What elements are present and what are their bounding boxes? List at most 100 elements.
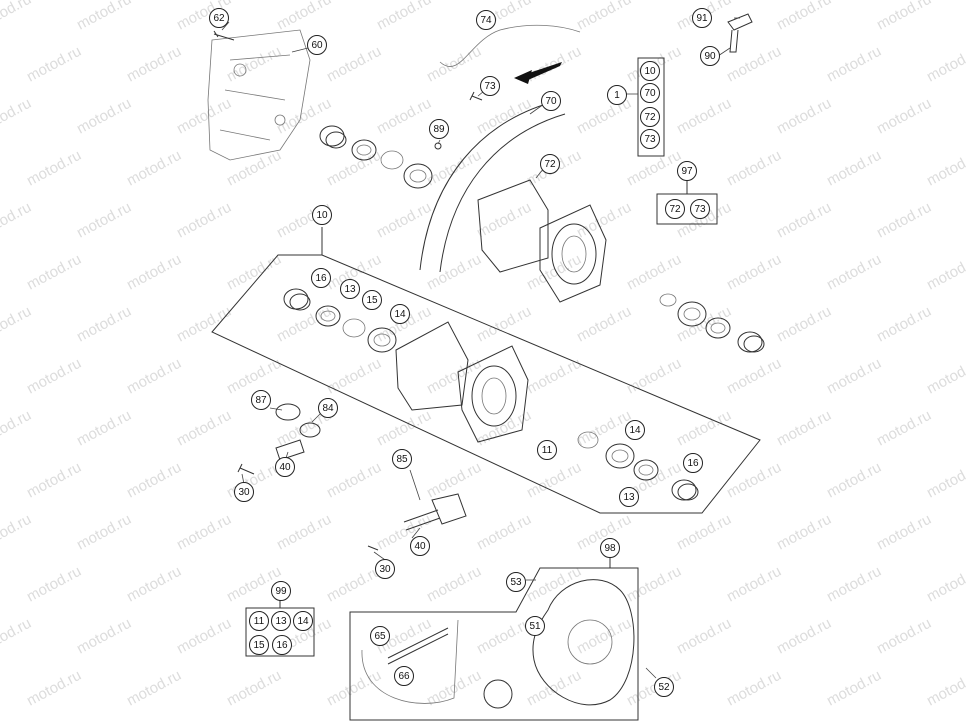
watermark-text: motod.ru (924, 43, 966, 86)
watermark-text: motod.ru (874, 95, 934, 138)
callout-ring (506, 572, 526, 592)
callout-number: 16 (687, 458, 699, 469)
watermark-text: motod.ru (674, 407, 734, 450)
callout-number: 72 (669, 204, 681, 215)
callout-number: 11 (254, 616, 265, 627)
watermark-text: motod.ru (0, 511, 34, 554)
callout-ring (690, 199, 710, 219)
watermark-text: motod.ru (24, 251, 84, 294)
watermark-text: motod.ru (924, 251, 966, 294)
callout-ring (370, 626, 390, 646)
watermark-text: motod.ru (874, 0, 934, 34)
callout-c60: 60 (307, 35, 327, 55)
callout-k97_72: 72 (665, 199, 685, 219)
callout-k97_73: 73 (690, 199, 710, 219)
callout-number: 72 (644, 112, 656, 123)
callout-ring (607, 85, 627, 105)
callout-ring (209, 8, 229, 28)
callout-number: 73 (644, 134, 656, 145)
watermark-text: motod.ru (924, 667, 966, 710)
callout-k70: 70 (640, 83, 660, 103)
watermark-text: motod.ru (874, 615, 934, 658)
callout-ring (392, 449, 412, 469)
watermark-text: motod.ru (424, 563, 484, 606)
watermark-text: motod.ru (0, 0, 34, 34)
callout-number: 13 (344, 284, 356, 295)
callout-ring (234, 482, 254, 502)
watermark-text: motod.ru (374, 95, 434, 138)
callout-c98: 98 (600, 538, 620, 558)
callout-ring (525, 616, 545, 636)
callout-ring (677, 161, 697, 181)
watermark-text: motod.ru (174, 511, 234, 554)
watermark-text: motod.ru (174, 199, 234, 242)
callout-number: 72 (544, 159, 556, 170)
callout-c89: 89 (429, 119, 449, 139)
watermark-text: motod.ru (74, 303, 134, 346)
callout-c85: 85 (392, 449, 412, 469)
callout-ring (540, 154, 560, 174)
watermark-text: motod.ru (774, 303, 834, 346)
watermark-text: motod.ru (924, 563, 966, 606)
watermark-text: motod.ru (724, 355, 784, 398)
callout-number: 14 (394, 309, 406, 320)
watermark-text: motod.ru (174, 303, 234, 346)
watermark-text: motod.ru (924, 459, 966, 502)
watermark-text: motod.ru (774, 0, 834, 34)
callout-k99_14: 14 (293, 611, 313, 631)
watermark-text: motod.ru (74, 615, 134, 658)
watermark-text: motod.ru (24, 43, 84, 86)
watermark-text: motod.ru (0, 407, 34, 450)
callout-ring (541, 91, 561, 111)
callout-ring (476, 10, 496, 30)
callout-number: 1 (614, 90, 620, 101)
watermark-text: motod.ru (724, 563, 784, 606)
watermark-text: motod.ru (174, 615, 234, 658)
watermark-text: motod.ru (774, 95, 834, 138)
callout-ring (251, 390, 271, 410)
callout-k73: 73 (640, 129, 660, 149)
watermark-text: motod.ru (124, 563, 184, 606)
watermark-text: motod.ru (324, 667, 384, 710)
callout-c65: 65 (370, 626, 390, 646)
parts-artwork (207, 13, 765, 721)
watermark-text: motod.ru (24, 667, 84, 710)
watermark-text: motod.ru (574, 95, 634, 138)
callout-ring (600, 538, 620, 558)
watermark-text: motod.ru (374, 199, 434, 242)
watermark-text: motod.ru (724, 667, 784, 710)
callout-ring (312, 205, 332, 225)
watermark-text: motod.ru (324, 355, 384, 398)
callout-number: 51 (529, 621, 541, 632)
watermark-text: motod.ru (474, 199, 534, 242)
callout-ring (665, 199, 685, 219)
callout-number: 74 (480, 15, 492, 26)
watermark-text: motod.ru (574, 303, 634, 346)
leader-lines (221, 17, 740, 679)
callout-number: 85 (396, 454, 408, 465)
callout-k99_13: 13 (271, 611, 291, 631)
callout-number: 66 (398, 671, 410, 682)
callout-number: 10 (316, 210, 328, 221)
callout-number: 84 (322, 403, 334, 414)
callout-number: 13 (623, 492, 635, 503)
watermark-text: motod.ru (74, 0, 134, 34)
callout-number: 30 (238, 487, 250, 498)
callout-c14b: 14 (625, 420, 645, 440)
callout-ring (271, 611, 291, 631)
callout-ring (480, 76, 500, 96)
watermark-text: motod.ru (824, 459, 884, 502)
watermark-text: motod.ru (824, 147, 884, 190)
watermark-text: motod.ru (374, 0, 434, 34)
watermark-text: motod.ru (424, 147, 484, 190)
watermark-text: motod.ru (274, 511, 334, 554)
callout-number: 16 (276, 640, 288, 651)
callout-number: 91 (696, 13, 708, 24)
callout-ring (410, 536, 430, 556)
watermark-text: motod.ru (824, 667, 884, 710)
callout-k99_16: 16 (272, 635, 292, 655)
watermark-text: motod.ru (924, 147, 966, 190)
watermark-text: motod.ru (74, 199, 134, 242)
callout-c99: 99 (271, 581, 291, 601)
